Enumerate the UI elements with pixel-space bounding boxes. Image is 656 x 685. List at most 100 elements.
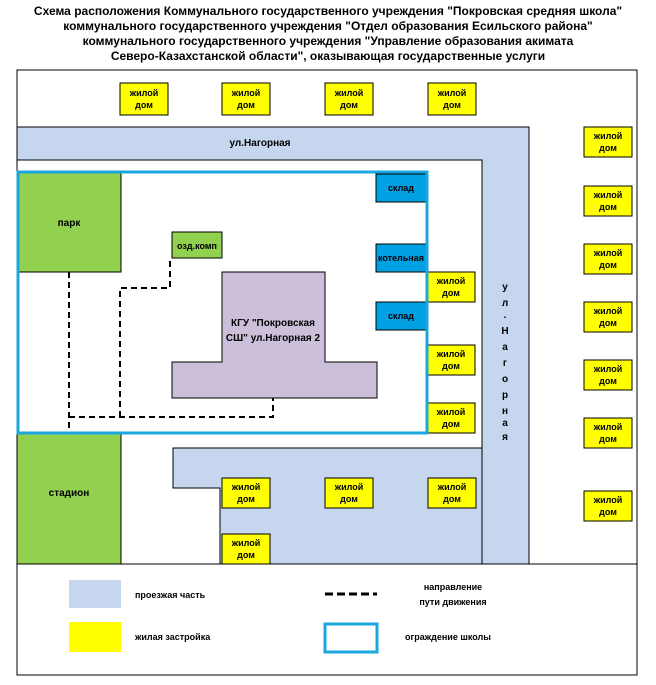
house: жилой дом <box>427 82 477 116</box>
svg-text:жилой: жилой <box>437 88 467 98</box>
svg-text:жилой: жилой <box>593 190 623 200</box>
svg-text:жилой: жилой <box>593 306 623 316</box>
house: жилой дом <box>583 359 633 391</box>
house: жилой дом <box>221 533 271 565</box>
street-letter: у <box>502 282 508 293</box>
title-line-1: Схема расположения Коммунального государ… <box>33 4 623 18</box>
svg-text:дом: дом <box>237 494 255 504</box>
school-label-line-2: СШ" ул.Нагорная 2 <box>226 333 321 344</box>
school-building <box>171 271 378 399</box>
school-label-line-1: КГУ "Покровская <box>231 318 315 329</box>
svg-text:дом: дом <box>599 376 617 386</box>
warehouse-label: склад <box>388 183 414 193</box>
health-complex <box>171 231 223 259</box>
house: жилой дом <box>119 82 169 116</box>
svg-text:жилой: жилой <box>593 131 623 141</box>
street-letter: . <box>504 310 507 321</box>
svg-text:дом: дом <box>442 361 460 371</box>
house: жилой дом <box>221 477 271 509</box>
house: жилой дом <box>583 490 633 522</box>
street-letter: н <box>502 406 508 417</box>
house: жилой дом <box>324 477 374 509</box>
svg-text:дом: дом <box>443 494 461 504</box>
warehouse <box>375 301 427 331</box>
path-segment <box>119 258 171 417</box>
svg-text:дом: дом <box>237 550 255 560</box>
warehouse <box>375 173 427 203</box>
house: жилой дом <box>583 301 633 333</box>
boiler-house <box>375 243 427 273</box>
street-letter: о <box>502 374 508 385</box>
street-letter: Н <box>501 326 508 337</box>
legend-label-direction-2: пути движения <box>419 597 486 607</box>
svg-text:дом: дом <box>340 100 358 110</box>
svg-text:дом: дом <box>443 100 461 110</box>
house: жилой дом <box>324 82 374 116</box>
svg-text:жилой: жилой <box>436 349 466 359</box>
park <box>16 171 122 273</box>
street-letter: а <box>502 418 508 429</box>
svg-text:дом: дом <box>599 143 617 153</box>
svg-text:жилой: жилой <box>231 482 261 492</box>
house: жилой дом <box>221 82 271 116</box>
house: жилой дом <box>426 344 476 376</box>
svg-text:жилой: жилой <box>593 248 623 258</box>
svg-text:дом: дом <box>237 100 255 110</box>
legend-swatch-housing <box>69 622 121 652</box>
stadium <box>16 431 122 565</box>
svg-text:дом: дом <box>135 100 153 110</box>
warehouse-label: склад <box>388 311 414 321</box>
legend-label-fence: ограждение школы <box>405 632 491 642</box>
svg-text:жилой: жилой <box>593 364 623 374</box>
title-line-2: коммунального государственного учреждени… <box>63 19 593 33</box>
school-fence <box>16 170 429 435</box>
diagram-title: Схема расположения Коммунального государ… <box>0 4 656 64</box>
svg-text:дом: дом <box>599 507 617 517</box>
svg-text:дом: дом <box>599 202 617 212</box>
street-label-vertical: у л . Н а г о р н а я <box>501 282 508 443</box>
svg-text:жилой: жилой <box>231 88 261 98</box>
house: жилой дом <box>427 477 477 509</box>
legend: проезжая часть направление пути движения… <box>69 580 491 654</box>
title-line-4: Северо-Казахстанской области", оказывающ… <box>110 49 546 63</box>
svg-text:жилой: жилой <box>334 482 364 492</box>
svg-text:дом: дом <box>442 288 460 298</box>
title-line-3: коммунального государственного учреждени… <box>82 34 574 48</box>
svg-text:дом: дом <box>599 318 617 328</box>
house: жилой дом <box>583 417 633 449</box>
svg-text:дом: дом <box>599 260 617 270</box>
street-letter: а <box>502 342 508 353</box>
legend-label-direction-1: направление <box>424 582 482 592</box>
street-letter: г <box>503 358 507 369</box>
svg-text:дом: дом <box>599 434 617 444</box>
house: жилой дом <box>426 271 476 303</box>
legend-swatch-fence <box>323 622 379 654</box>
svg-text:жилой: жилой <box>334 88 364 98</box>
svg-text:дом: дом <box>442 419 460 429</box>
street-label-horizontal: ул.Нагорная <box>229 138 290 149</box>
path-segment <box>69 398 274 418</box>
legend-label-housing: жилая застройка <box>134 632 211 642</box>
house: жилой дом <box>583 185 633 217</box>
house: жилой дом <box>583 126 633 158</box>
stadium-label: стадион <box>49 488 90 499</box>
svg-text:жилой: жилой <box>593 422 623 432</box>
movement-path <box>68 258 274 432</box>
house: жилой дом <box>583 243 633 275</box>
svg-text:дом: дом <box>340 494 358 504</box>
street-letter: р <box>502 390 508 401</box>
legend-label-roadway: проезжая часть <box>135 590 206 600</box>
svg-text:жилой: жилой <box>231 538 261 548</box>
health-complex-label: озд.комп <box>177 241 217 251</box>
svg-text:жилой: жилой <box>129 88 159 98</box>
svg-text:жилой: жилой <box>436 407 466 417</box>
street-letter: л <box>502 298 508 309</box>
svg-text:жилой: жилой <box>593 495 623 505</box>
street-letter: я <box>502 432 508 443</box>
boiler-house-label: котельная <box>378 253 424 263</box>
svg-text:жилой: жилой <box>437 482 467 492</box>
park-label: парк <box>58 218 82 229</box>
svg-text:жилой: жилой <box>436 276 466 286</box>
legend-swatch-roadway <box>69 580 121 608</box>
